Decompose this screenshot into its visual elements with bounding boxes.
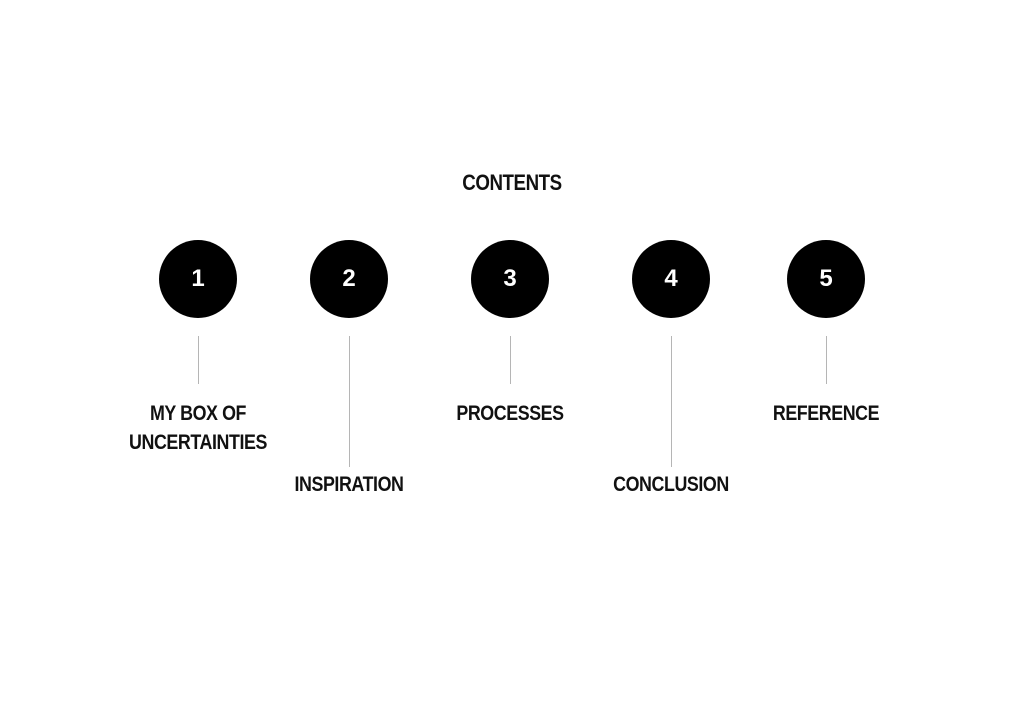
item-number-badge: 4 [632,240,710,318]
connector-line [197,336,199,384]
item-label: MY BOX OF UNCERTAINTIES [129,402,267,454]
connector-line [670,336,672,467]
item-label: INSPIRATION [294,473,404,496]
item-number-badge: 5 [787,240,865,318]
connector-line [509,336,511,384]
page-title: CONTENTS [462,170,562,195]
item-number-badge: 1 [159,240,237,318]
item-number-badge: 2 [310,240,388,318]
connector-line [825,336,827,384]
item-label: CONCLUSION [613,473,729,496]
connector-line [348,336,350,467]
item-label: PROCESSES [456,402,564,425]
item-number-badge: 3 [471,240,549,318]
item-label: REFERENCE [772,402,880,425]
